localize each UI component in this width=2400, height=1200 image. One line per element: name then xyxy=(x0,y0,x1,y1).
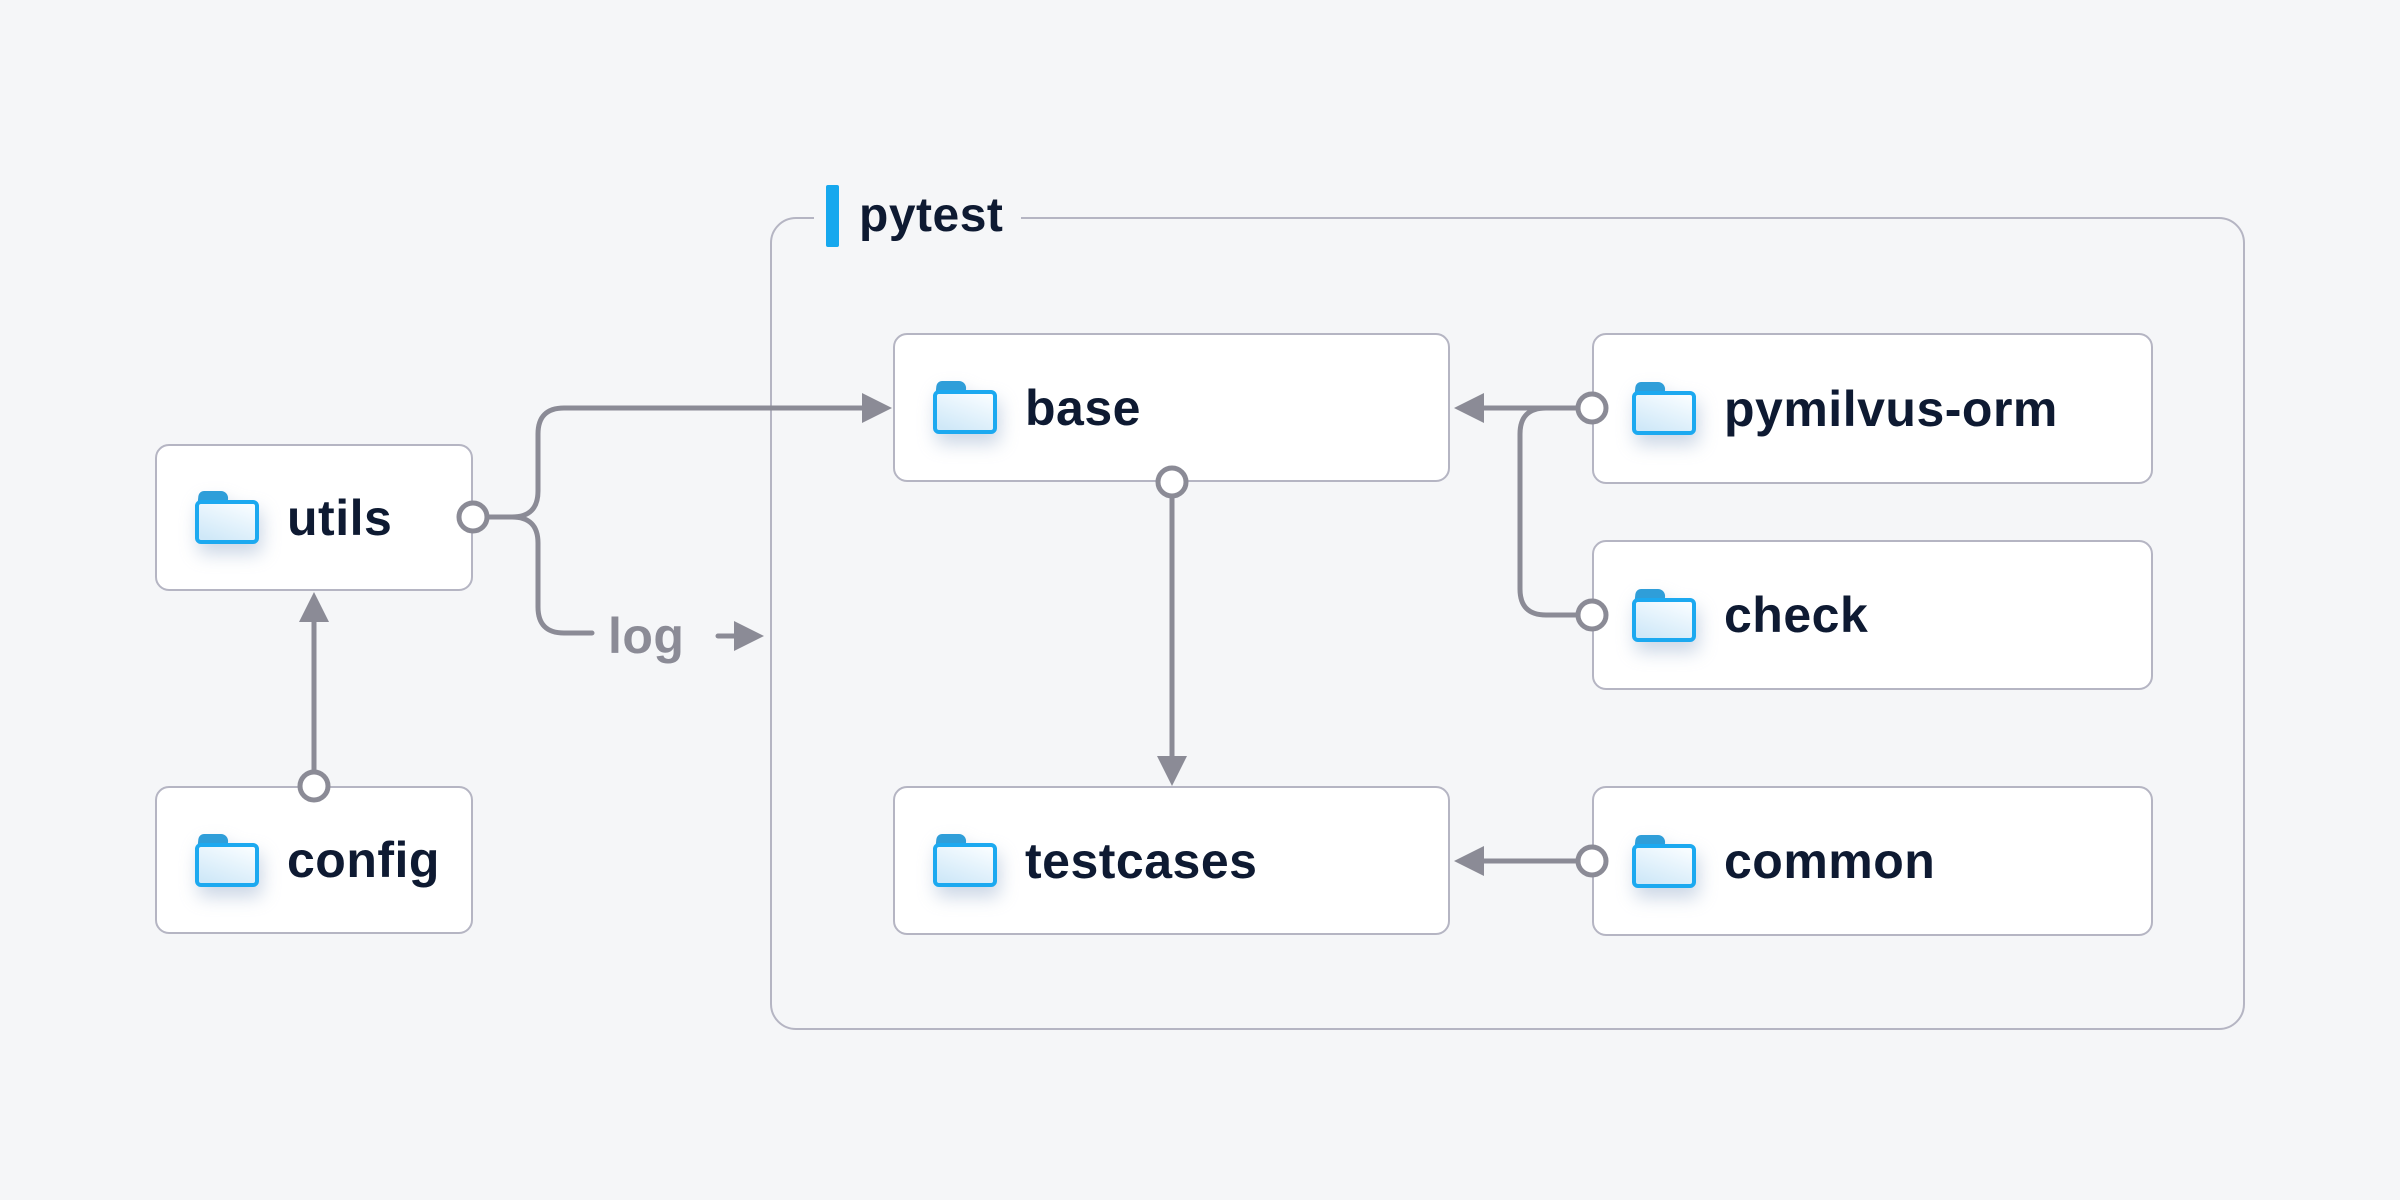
node-pymilvus-orm: pymilvus-orm xyxy=(1592,333,2153,484)
node-common: common xyxy=(1592,786,2153,936)
pytest-group-box xyxy=(770,217,2245,1030)
node-check: check xyxy=(1592,540,2153,690)
edge-utils-log xyxy=(509,514,595,636)
node-label: utils xyxy=(287,489,393,546)
group-label-text: pytest xyxy=(859,189,1004,242)
folder-icon xyxy=(195,833,259,887)
folder-icon xyxy=(195,491,259,544)
node-testcases: testcases xyxy=(893,786,1450,935)
node-label: testcases xyxy=(1025,832,1258,889)
blue-bar-icon xyxy=(826,185,839,247)
node-label: base xyxy=(1025,379,1141,436)
folder-icon xyxy=(1632,588,1696,642)
node-label: common xyxy=(1724,833,1936,889)
node-label: config xyxy=(287,832,440,888)
folder-icon xyxy=(933,381,997,434)
edge-label-log: log xyxy=(608,608,685,664)
folder-icon xyxy=(933,834,997,887)
node-label: pymilvus-orm xyxy=(1724,380,2058,437)
folder-icon xyxy=(1632,834,1696,888)
node-utils: utils xyxy=(155,444,473,591)
node-label: check xyxy=(1724,587,1869,643)
pytest-group-label: pytest xyxy=(814,184,1022,248)
node-config: config xyxy=(155,786,473,934)
folder-icon xyxy=(1632,382,1696,435)
node-base: base xyxy=(893,333,1450,482)
